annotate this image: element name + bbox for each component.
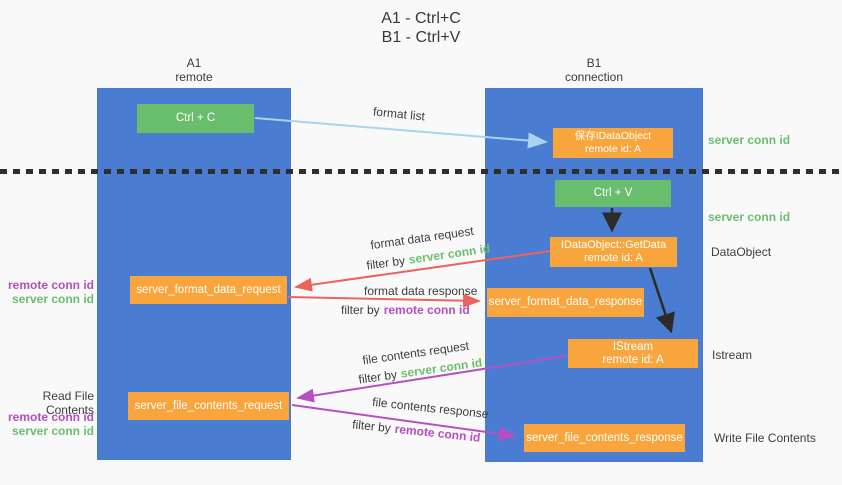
annotation-dataobject: DataObject bbox=[711, 245, 772, 259]
annotation-left-conn-ids-lower: remote conn id server conn id bbox=[0, 410, 94, 438]
node-server-format-data-request: server_format_data_request bbox=[130, 276, 287, 304]
node-ctrl-c: Ctrl + C bbox=[137, 104, 254, 133]
node-server-file-contents-request-label: server_file_contents_request bbox=[134, 399, 283, 412]
node-server-file-contents-response: server_file_contents_response bbox=[524, 424, 685, 452]
node-save-idataobject-line2: remote id: A bbox=[584, 143, 642, 155]
node-istream-line1: IStream bbox=[612, 340, 654, 353]
node-idataobject-getdata-line2: remote id: A bbox=[584, 252, 643, 264]
lifeline-b1-subtitle: connection bbox=[564, 70, 624, 84]
diagram-title: A1 - Ctrl+C B1 - Ctrl+V bbox=[0, 9, 842, 47]
node-server-format-data-response: server_format_data_response bbox=[487, 288, 644, 317]
lifeline-a1-name: A1 bbox=[186, 56, 202, 70]
annotation-server-conn-id-top: server conn id bbox=[708, 133, 791, 147]
arrow-format-data-request bbox=[294, 250, 551, 292]
arrow-format-data-response bbox=[287, 293, 481, 308]
node-istream: IStream remote id: A bbox=[568, 339, 698, 368]
node-save-idataobject: 保存IDataObject remote id: A bbox=[553, 128, 673, 158]
lifeline-a1-subtitle: remote bbox=[175, 70, 213, 84]
annotation-remote-conn-id-upper: remote conn id bbox=[7, 278, 94, 292]
title-line-2: B1 - Ctrl+V bbox=[381, 29, 461, 46]
annotation-server-conn-id-lower: server conn id bbox=[11, 424, 94, 438]
node-save-idataobject-line1: 保存IDataObject bbox=[574, 130, 652, 142]
annotation-istream: Istream bbox=[712, 348, 753, 362]
node-server-format-data-response-label: server_format_data_response bbox=[488, 296, 643, 308]
node-istream-line2: remote id: A bbox=[602, 353, 664, 366]
node-ctrl-v: Ctrl + V bbox=[555, 180, 671, 207]
lifeline-header-a1: A1 remote bbox=[97, 56, 291, 84]
remote-conn-id-key: remote conn id bbox=[383, 303, 470, 317]
node-ctrl-v-label: Ctrl + V bbox=[593, 187, 633, 199]
label-format-data-response: format data response bbox=[364, 284, 478, 298]
annotation-server-conn-id-upper: server conn id bbox=[11, 292, 94, 306]
filter-by-text: filter by bbox=[341, 303, 380, 317]
arrow-file-contents-response bbox=[291, 404, 517, 441]
annotation-server-conn-id-mid: server conn id bbox=[708, 210, 791, 224]
arrow-format-list bbox=[254, 117, 548, 149]
annotation-left-conn-ids-upper: remote conn id server conn id bbox=[0, 278, 94, 306]
title-line-1: A1 - Ctrl+C bbox=[381, 10, 461, 27]
node-server-file-contents-response-label: server_file_contents_response bbox=[526, 431, 683, 444]
node-server-format-data-request-label: server_format_data_request bbox=[136, 283, 281, 296]
dotted-separator-line bbox=[0, 169, 842, 174]
node-idataobject-getdata: IDataObject::GetData remote id: A bbox=[550, 237, 677, 267]
lifeline-b1-name: B1 bbox=[586, 56, 602, 70]
node-server-file-contents-request: server_file_contents_request bbox=[128, 392, 289, 420]
arrow-file-contents-request bbox=[296, 355, 567, 403]
arrow-getdata-to-istream bbox=[648, 267, 675, 334]
node-idataobject-getdata-line1: IDataObject::GetData bbox=[560, 239, 667, 251]
annotation-read-file-contents: Read File Contents bbox=[42, 389, 94, 417]
annotation-write-file-contents: Write File Contents bbox=[714, 431, 816, 445]
node-ctrl-c-label: Ctrl + C bbox=[175, 112, 216, 124]
lifeline-header-b1: B1 connection bbox=[485, 56, 703, 84]
annotation-remote-conn-id-lower: remote conn id bbox=[7, 410, 94, 424]
